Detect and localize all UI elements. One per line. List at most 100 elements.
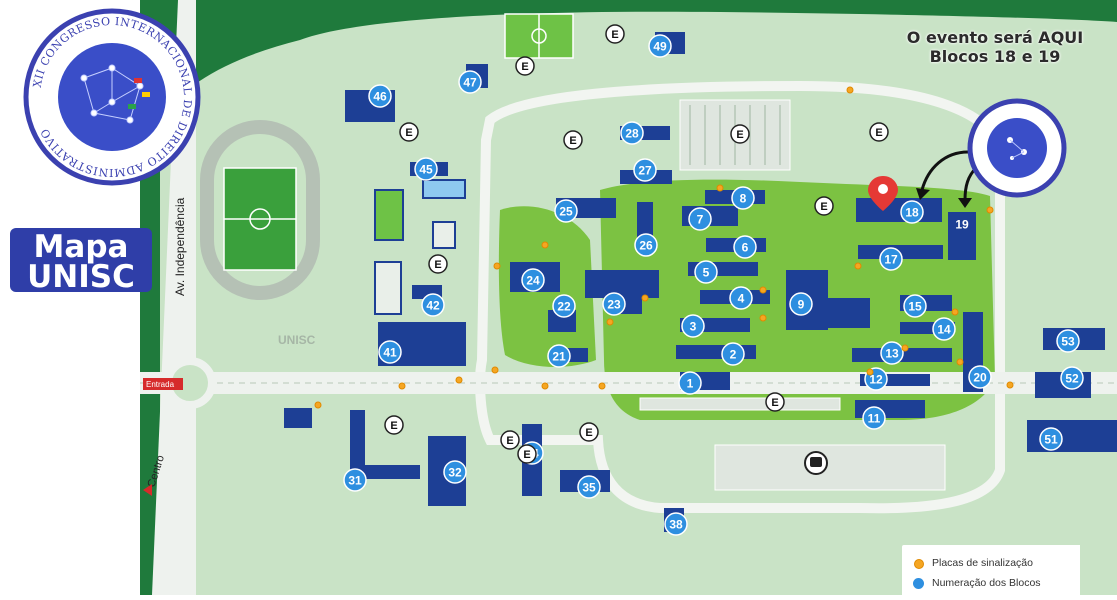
signage-dot-icon [866,368,874,376]
block-number-label: 7 [697,213,704,227]
block-badge-6[interactable]: 6 [733,235,757,259]
block-badge-circle [1056,329,1080,353]
svg-text:E: E [611,29,618,41]
block-number-label: 24 [526,274,540,288]
block-badge-46[interactable]: 46 [368,84,392,108]
block-badge-47[interactable]: 47 [458,70,482,94]
block-badge-7[interactable]: 7 [688,207,712,231]
block-badge-19[interactable]: 19 [948,212,976,236]
signage-dot-icon [491,366,499,374]
map-title: Mapa UNISC [10,228,152,295]
block-badge-53[interactable]: 53 [1056,329,1080,353]
block-badge-24[interactable]: 24 [521,268,545,292]
signage-dot-icon [606,318,614,326]
svg-text:E: E [521,61,528,73]
block-badge-26[interactable]: 26 [634,233,658,257]
parking-lots [639,99,946,491]
block-badge-circle [378,340,402,364]
block-badge-8[interactable]: 8 [731,186,755,210]
block-badge-3[interactable]: 3 [681,314,705,338]
block-badge-13[interactable]: 13 [880,341,904,365]
block-number-label: 27 [638,164,652,178]
block-badge-circle [968,365,992,389]
block-badge-circle [900,200,924,224]
block-badge-circle [879,247,903,271]
block-number-label: 22 [557,300,571,314]
block-number-icon [913,578,924,589]
block-badge-circle [789,292,813,316]
parking-marker-icon: E [814,196,834,216]
block-badge-9[interactable]: 9 [789,292,813,316]
block-badge-42[interactable]: 42 [421,293,445,317]
block-number-label: 32 [448,466,462,480]
block-badge-31[interactable]: 31 [343,468,367,492]
block-badge-35[interactable]: 35 [577,475,601,499]
block-badge-18[interactable]: 18 [900,200,924,224]
event-note-line2: Blocos 18 e 19 [929,47,1061,66]
block-badge-circle [932,317,956,341]
block-badge-22[interactable]: 22 [552,294,576,318]
event-logo-large: XII CONGRESSO INTERNACIONAL DE DIREITO A… [23,8,201,186]
signage-dot-icon [716,184,724,192]
block-badge-51[interactable]: 51 [1039,427,1063,451]
block-badge-14[interactable]: 14 [932,317,956,341]
svg-text:E: E [569,135,576,147]
block-badge-11[interactable]: 11 [862,406,886,430]
block-badge-2[interactable]: 2 [721,342,745,366]
block-badge-circle [443,460,467,484]
block-badge-1[interactable]: 1 [678,371,702,395]
block-badge-23[interactable]: 23 [602,292,626,316]
block-badge-32[interactable]: 32 [443,460,467,484]
signage-dot-icon [951,308,959,316]
block-badge-20[interactable]: 20 [968,365,992,389]
entrance-tag: Entrada [143,378,183,390]
centro-arrow-icon [143,484,152,496]
block-badge-49[interactable]: 49 [648,34,672,58]
building [858,245,943,259]
block-number-label: 45 [419,163,433,177]
parking-marker-icon: E [384,415,404,435]
block-number-label: 35 [582,481,596,495]
block-badge-circle [620,121,644,145]
block-badge-17[interactable]: 17 [879,247,903,271]
block-number-label: 46 [373,90,387,104]
block-badge-52[interactable]: 52 [1060,366,1084,390]
block-badge-28[interactable]: 28 [620,121,644,145]
signage-dot-icon [759,314,767,322]
svg-text:E: E [506,435,513,447]
av-independencia-road [152,0,196,595]
court-c [432,221,456,249]
signage-dot-icon [1006,381,1014,389]
block-badge-circle [648,34,672,58]
map-title-line2: UNISC [27,259,135,295]
block-badge-circle [547,344,571,368]
block-badge-21[interactable]: 21 [547,344,571,368]
arrow-head-18-icon [916,188,930,200]
signage-dot-icon [641,294,649,302]
block-badge-circle [1060,366,1084,390]
block-number-label: 2 [730,348,737,362]
block-badge-circle [343,468,367,492]
block-badge-38[interactable]: 38 [664,512,688,536]
block-badge-45[interactable]: 45 [414,157,438,181]
block-number-label: 42 [426,299,440,313]
block-badge-41[interactable]: 41 [378,340,402,364]
legend-blocks-label: Numeração dos Blocos [932,577,1041,589]
map-legend: Placas de sinalização Numeração dos Bloc… [902,545,1080,595]
block-number-label: 8 [740,192,747,206]
svg-text:E: E [585,427,592,439]
block-badge-circle [733,235,757,259]
block-badge-5[interactable]: 5 [694,260,718,284]
signage-dot-icon [759,286,767,294]
block-badge-4[interactable]: 4 [729,286,753,310]
block-number-label: 4 [738,292,745,306]
block-number-label: 28 [625,127,639,141]
parking-stripes [689,105,781,165]
block-badge-27[interactable]: 27 [633,158,657,182]
block-badge-25[interactable]: 25 [554,199,578,223]
block-number-label: 23 [607,298,621,312]
block-badge-circle [633,158,657,182]
building [360,465,420,479]
block-badge-15[interactable]: 15 [903,294,927,318]
